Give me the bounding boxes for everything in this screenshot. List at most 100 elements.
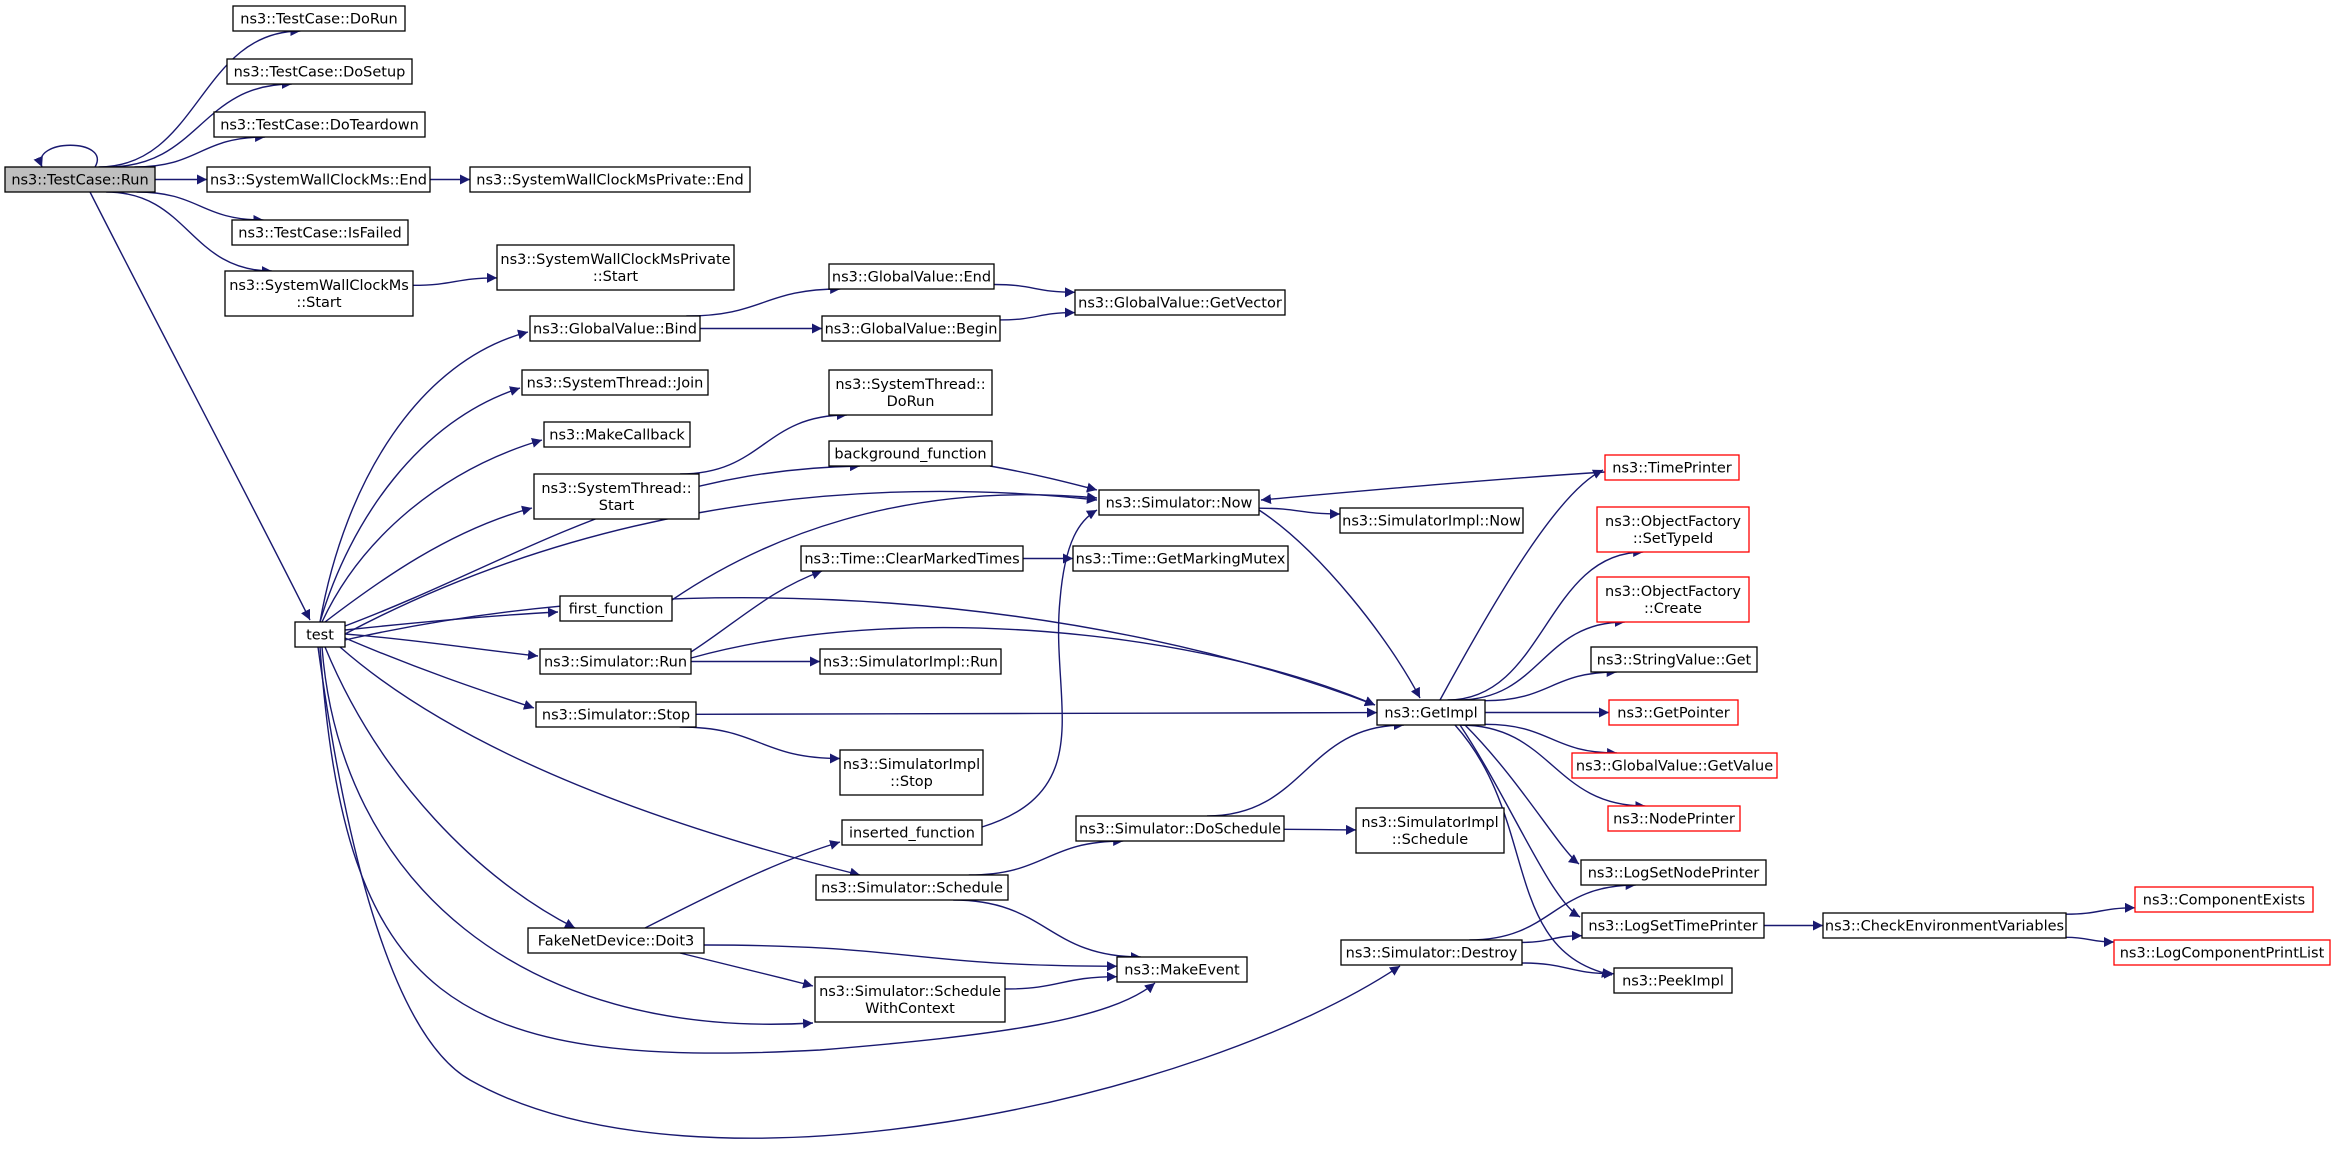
- edge-simrun-to-getimpl: [690, 626, 1376, 706]
- node-label: ns3::SystemThread::Join: [527, 376, 704, 392]
- edges-layer: [33, 26, 2136, 1139]
- node-simimplstop[interactable]: ns3::SimulatorImpl::Stop: [839, 749, 984, 796]
- node-simdoschedule[interactable]: ns3::Simulator::DoSchedule: [1075, 815, 1285, 842]
- node-simrun[interactable]: ns3::Simulator::Run: [539, 648, 692, 675]
- node-label: ns3::SystemWallClockMs::End: [210, 173, 427, 189]
- node-label: ns3::GlobalValue::Bind: [533, 322, 697, 338]
- node-label: ns3::SimulatorImpl: [1361, 815, 1498, 831]
- node-swcpstart[interactable]: ns3::SystemWallClockMsPrivate::Start: [496, 244, 735, 291]
- node-label: ns3::LogComponentPrintList: [2120, 946, 2325, 962]
- node-label: ns3::ObjectFactory: [1605, 584, 1741, 600]
- edge-getimpl-to-timeprinter: [1439, 469, 1604, 701]
- node-doteardown[interactable]: ns3::TestCase::DoTeardown: [213, 111, 426, 138]
- node-swcpend[interactable]: ns3::SystemWallClockMsPrivate::End: [469, 166, 751, 193]
- node-label: ns3::LogSetTimePrinter: [1588, 919, 1757, 935]
- node-stjoin[interactable]: ns3::SystemThread::Join: [521, 369, 709, 396]
- edge-run-to-dosetup: [107, 79, 292, 168]
- node-getmarkingmutex[interactable]: ns3::Time::GetMarkingMutex: [1072, 545, 1289, 572]
- edge-test-to-simrun: [344, 633, 539, 660]
- edge-getimpl-to-logsetnodeprinter: [1464, 724, 1580, 865]
- node-label: ns3::GetImpl: [1384, 706, 1477, 722]
- node-simschedule[interactable]: ns3::Simulator::Schedule: [815, 874, 1009, 901]
- node-fakedoit3[interactable]: FakeNetDevice::Doit3: [527, 927, 705, 954]
- edge-simnow-to-simimplnow: [1258, 507, 1341, 519]
- node-label: WithContext: [865, 1001, 955, 1017]
- node-simdestroy[interactable]: ns3::Simulator::Destroy: [1340, 939, 1523, 966]
- node-makecallback[interactable]: ns3::MakeCallback: [543, 421, 691, 448]
- node-label: ns3::ComponentExists: [2143, 893, 2306, 909]
- node-makeevent[interactable]: ns3::MakeEvent: [1116, 956, 1248, 983]
- node-logcompprintlist[interactable]: ns3::LogComponentPrintList: [2113, 939, 2331, 966]
- node-label: ns3::SystemWallClockMsPrivate::End: [476, 173, 744, 189]
- node-isfailed[interactable]: ns3::TestCase::IsFailed: [231, 219, 409, 246]
- node-ofsettypeid[interactable]: ns3::ObjectFactory::SetTypeId: [1596, 506, 1750, 553]
- node-label: ns3::SystemThread::: [541, 481, 691, 497]
- edge-simstop-to-getimpl: [695, 707, 1378, 718]
- node-label: ns3::GlobalValue::GetVector: [1078, 296, 1282, 312]
- node-dorun[interactable]: ns3::TestCase::DoRun: [232, 5, 406, 32]
- edge-checkenv-to-logcompprintlist: [2065, 936, 2115, 947]
- node-checkenv[interactable]: ns3::CheckEnvironmentVariables: [1822, 912, 2067, 939]
- edge-run-to-dorun: [98, 26, 301, 168]
- edge-test-to-firstfunc: [344, 607, 559, 631]
- node-gvgetvector[interactable]: ns3::GlobalValue::GetVector: [1074, 289, 1286, 316]
- node-gvend[interactable]: ns3::GlobalValue::End: [828, 263, 995, 290]
- node-label: ns3::Simulator::Now: [1106, 496, 1253, 512]
- node-label: ::Start: [296, 295, 342, 311]
- nodes-layer: ns3::TestCase::Run ns3::TestCase::DoRunns…: [4, 5, 2331, 1023]
- node-swcend[interactable]: ns3::SystemWallClockMs::End: [206, 166, 431, 193]
- node-run[interactable]: ns3::TestCase::Run: [4, 166, 156, 193]
- node-dosetup[interactable]: ns3::TestCase::DoSetup: [226, 58, 413, 85]
- node-label: ns3::SimulatorImpl::Now: [1342, 514, 1521, 530]
- edge-gvbegin-to-gvgetvector: [999, 307, 1076, 321]
- node-simimplnow[interactable]: ns3::SimulatorImpl::Now: [1339, 507, 1524, 534]
- node-stringvalueget[interactable]: ns3::StringValue::Get: [1590, 646, 1758, 673]
- edge-ststart-to-stdorun: [680, 410, 847, 475]
- node-nodeprinter[interactable]: ns3::NodePrinter: [1607, 805, 1741, 832]
- node-logsetnodeprinter[interactable]: ns3::LogSetNodePrinter: [1580, 859, 1767, 886]
- edge-bgfunc-to-simnow: [989, 465, 1098, 493]
- node-label: ns3::StringValue::Get: [1597, 653, 1752, 669]
- node-gvbind[interactable]: ns3::GlobalValue::Bind: [529, 315, 701, 342]
- edge-checkenv-to-compexists: [2065, 902, 2136, 915]
- edge-test-to-makecallback: [321, 438, 543, 623]
- node-ststart[interactable]: ns3::SystemThread::Start: [533, 473, 700, 520]
- node-simstop[interactable]: ns3::Simulator::Stop: [535, 701, 697, 728]
- node-getpointer[interactable]: ns3::GetPointer: [1608, 699, 1739, 726]
- node-gvbegin[interactable]: ns3::GlobalValue::Begin: [821, 315, 1001, 342]
- node-label: FakeNetDevice::Doit3: [538, 934, 694, 950]
- node-label: ns3::SystemWallClockMs: [229, 278, 409, 294]
- node-gvgetvalue[interactable]: ns3::GlobalValue::GetValue: [1571, 752, 1778, 779]
- node-firstfunc[interactable]: first_function: [559, 595, 673, 622]
- node-label: ns3::SystemThread::: [835, 377, 985, 393]
- edge-test-to-bgfunc: [344, 461, 861, 627]
- node-label: ns3::Simulator::Stop: [542, 708, 690, 724]
- node-insertedfunc[interactable]: inserted_function: [841, 819, 983, 846]
- node-simnow[interactable]: ns3::Simulator::Now: [1098, 489, 1260, 516]
- node-simimplschedule[interactable]: ns3::SimulatorImpl::Schedule: [1355, 807, 1505, 854]
- node-getimpl[interactable]: ns3::GetImpl: [1376, 699, 1486, 726]
- node-timeprinter[interactable]: ns3::TimePrinter: [1604, 454, 1740, 481]
- node-compexists[interactable]: ns3::ComponentExists: [2134, 886, 2314, 913]
- node-label: ::Schedule: [1392, 832, 1468, 848]
- node-test[interactable]: test: [294, 621, 346, 648]
- node-bgfunc[interactable]: background_function: [828, 440, 993, 467]
- edge-test-to-simdestroy: [317, 646, 1401, 1139]
- node-label: ns3::TestCase::IsFailed: [238, 226, 401, 242]
- edge-getimpl-to-gvgetvalue: [1484, 723, 1618, 758]
- node-peekimpl[interactable]: ns3::PeekImpl: [1613, 967, 1733, 994]
- node-swcstart[interactable]: ns3::SystemWallClockMs::Start: [224, 270, 414, 317]
- node-label: DoRun: [887, 394, 935, 410]
- edge-run-to-isfailed: [136, 191, 264, 225]
- node-label: ns3::MakeCallback: [549, 428, 685, 444]
- node-logsettimeprinter[interactable]: ns3::LogSetTimePrinter: [1581, 912, 1765, 939]
- node-label: ::Stop: [890, 774, 933, 790]
- node-clearmarked[interactable]: ns3::Time::ClearMarkedTimes: [800, 545, 1024, 572]
- node-simimplrun[interactable]: ns3::SimulatorImpl::Run: [819, 648, 1002, 675]
- node-ofcreate[interactable]: ns3::ObjectFactory::Create: [1596, 576, 1750, 623]
- node-label: ::Start: [593, 269, 639, 285]
- node-label: ns3::TimePrinter: [1612, 461, 1732, 477]
- node-stdorun[interactable]: ns3::SystemThread::DoRun: [828, 369, 993, 416]
